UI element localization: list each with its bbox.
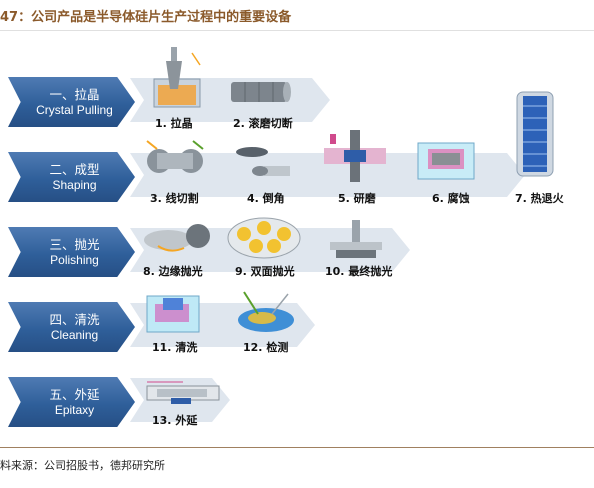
step-label: 6. 腐蚀: [432, 192, 470, 205]
step-label: 8. 边缘抛光: [143, 265, 203, 278]
stage-cn-label: 二、成型: [49, 161, 100, 177]
thermal-annealing-furnace-image: [516, 91, 554, 177]
bottom-divider: [0, 447, 594, 448]
stage-crystal-pulling: 一、拉晶 Crystal Pulling: [8, 77, 135, 127]
step-label: 7. 热退火: [515, 192, 564, 205]
step-label: 1. 拉晶: [155, 117, 193, 130]
stage-en-label: Crystal Pulling: [36, 102, 113, 117]
epitaxy-reactor-image: [146, 381, 220, 404]
etching-tank-image: [417, 142, 475, 180]
ingot-grinding-image: [231, 82, 291, 102]
stage-shaping: 二、成型 Shaping: [8, 152, 135, 202]
stage-polishing: 三、抛光 Polishing: [8, 227, 135, 277]
double-side-polishing-image: [227, 217, 301, 259]
source-note: 料来源：公司招股书，德邦研究所: [0, 459, 165, 472]
stage-en-label: Epitaxy: [54, 402, 95, 417]
stage-en-label: Polishing: [50, 252, 99, 267]
stage-epitaxy: 五、外延 Epitaxy: [8, 377, 135, 427]
step-label: 2. 滚磨切断: [233, 117, 293, 130]
final-polishing-image: [330, 220, 382, 258]
stage-en-label: Shaping: [52, 177, 97, 192]
stage-en-label: Cleaning: [50, 327, 99, 342]
stage-cleaning: 四、清洗 Cleaning: [8, 302, 135, 352]
edge-chamfer-image: [236, 147, 290, 176]
step-label: 3. 线切割: [150, 192, 199, 205]
step-label: 13. 外延: [152, 414, 198, 427]
figure-title: 47：公司产品是半导体硅片生产过程中的重要设备: [0, 10, 292, 25]
step-label: 10. 最终抛光: [325, 265, 393, 278]
lapping-machine-image: [324, 130, 386, 182]
step-label: 12. 检测: [243, 341, 289, 354]
stage-cn-label: 五、外延: [49, 386, 100, 402]
inspection-image: [238, 291, 294, 332]
stage-cn-label: 四、清洗: [49, 311, 100, 327]
step-label: 4. 倒角: [247, 192, 285, 205]
step-label: 9. 双面抛光: [235, 265, 295, 278]
stage-cn-label: 三、抛光: [49, 236, 100, 252]
edge-polishing-image: [144, 224, 210, 252]
top-divider: [0, 30, 594, 31]
step-label: 11. 清洗: [152, 341, 198, 354]
wire-saw-image: [146, 140, 204, 173]
step-label: 5. 研磨: [338, 192, 376, 205]
stage-cn-label: 一、拉晶: [49, 86, 100, 102]
crystal-puller-image: [153, 47, 201, 108]
cleaning-tank-image: [146, 295, 200, 333]
